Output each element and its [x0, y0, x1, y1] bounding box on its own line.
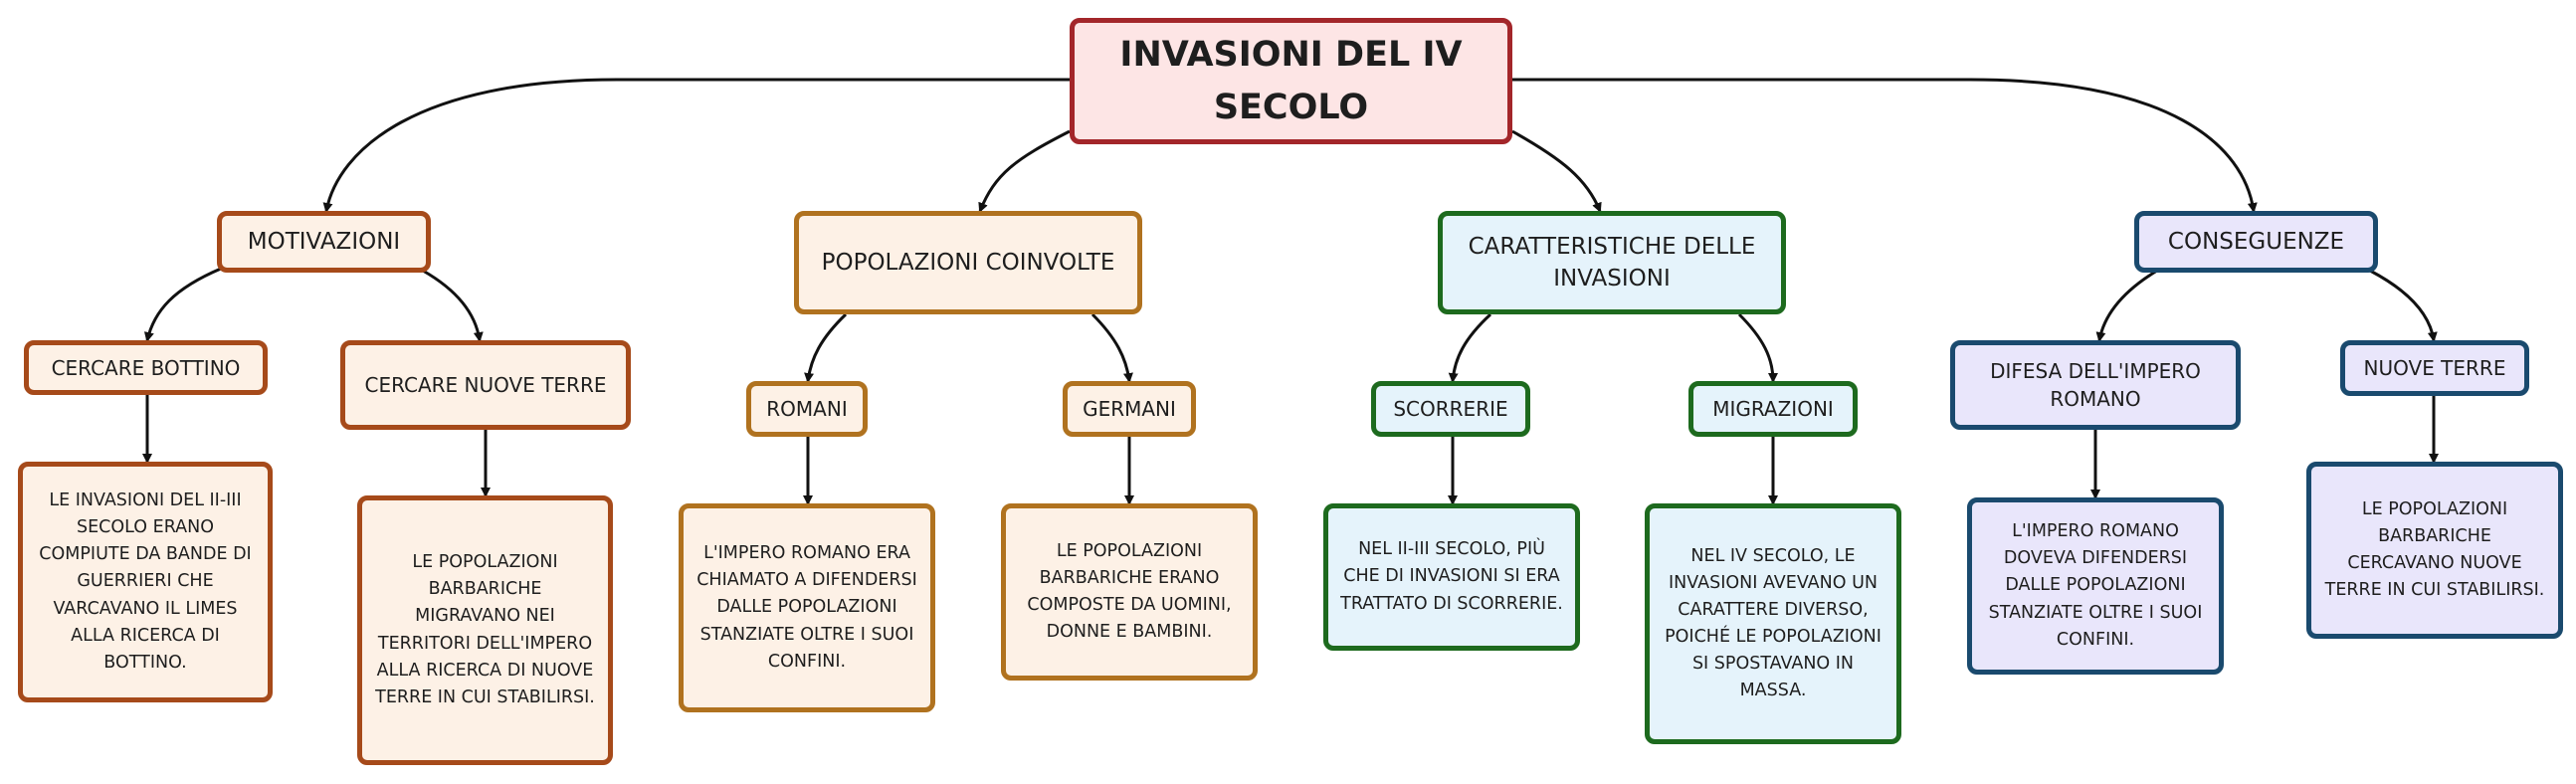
connector-conseguenze-sub1 [2095, 269, 2158, 342]
germani-node: GERMANI [1063, 381, 1196, 437]
migrazioni-node: MIGRAZIONI [1688, 381, 1858, 437]
scorrerie-detail: NEL II-III SECOLO, PIÙ CHE DI INVASIONI … [1323, 503, 1580, 651]
caratteristiche-label: CARATTERISTICHE DELLE INVASIONI [1468, 233, 1756, 292]
popolazioni-label: POPOLAZIONI COINVOLTE [821, 249, 1115, 276]
nuove-terre-node: NUOVE TERRE [2340, 340, 2529, 396]
romani-detail-text: L'IMPERO ROMANO ERA CHIAMATO A DIFENDERS… [696, 543, 917, 672]
connector-root-popolazioni [978, 129, 1071, 213]
connector-root-motivazioni [322, 78, 1070, 213]
connector-root-caratteristiche [1511, 129, 1602, 213]
cercare-bottino-label: CERCARE BOTTINO [51, 355, 241, 380]
motivazioni-label: MOTIVAZIONI [247, 228, 401, 255]
difesa-impero-node: DIFESA DELL'IMPERO ROMANO [1950, 340, 2241, 430]
romani-node: ROMANI [746, 381, 868, 437]
scorrerie-label: SCORRERIE [1393, 397, 1508, 421]
root-title: INVASIONI DEL IV SECOLO [1119, 35, 1463, 127]
migrazioni-label: MIGRAZIONI [1712, 397, 1834, 421]
germani-label: GERMANI [1083, 397, 1176, 421]
difesa-impero-detail-text: L'IMPERO ROMANO DOVEVA DIFENDERSI DALLE … [1988, 521, 2203, 650]
connector-popolazioni-sub2 [1090, 312, 1133, 383]
connector-motivazioni-sub1 [143, 267, 222, 342]
connector-motivazioni-sub2 [422, 269, 484, 342]
nuove-terre-label: NUOVE TERRE [2363, 356, 2506, 380]
difesa-impero-detail: L'IMPERO ROMANO DOVEVA DIFENDERSI DALLE … [1967, 497, 2224, 675]
connector-caratteristiche-sub1 [1448, 312, 1492, 383]
connector-conseguenze-sub2 [2369, 269, 2438, 342]
difesa-impero-label: DIFESA DELL'IMPERO ROMANO [1990, 359, 2201, 411]
scorrerie-detail-text: NEL II-III SECOLO, PIÙ CHE DI INVASIONI … [1340, 539, 1563, 614]
germani-detail: LE POPOLAZIONI BARBARICHE ERANO COMPOSTE… [1001, 503, 1258, 681]
connector-root-conseguenze [1507, 78, 2258, 213]
cercare-nuove-terre-label: CERCARE NUOVE TERRE [364, 373, 607, 397]
romani-label: ROMANI [766, 397, 848, 421]
connector-caratteristiche-sub2 [1737, 312, 1778, 383]
migrazioni-detail: NEL IV SECOLO, LE INVASIONI AVEVANO UN C… [1645, 503, 1901, 744]
cercare-nuove-terre-detail: LE POPOLAZIONI BARBARICHE MIGRAVANO NEI … [357, 495, 613, 765]
cercare-bottino-detail: LE INVASIONI DEL II-III SECOLO ERANO COM… [18, 462, 273, 702]
conseguenze-label: CONSEGUENZE [2167, 228, 2345, 255]
motivazioni-node: MOTIVAZIONI [217, 211, 431, 273]
scorrerie-node: SCORRERIE [1371, 381, 1530, 437]
cercare-nuove-terre-detail-text: LE POPOLAZIONI BARBARICHE MIGRAVANO NEI … [375, 552, 595, 707]
germani-detail-text: LE POPOLAZIONI BARBARICHE ERANO COMPOSTE… [1027, 540, 1232, 643]
caratteristiche-node: CARATTERISTICHE DELLE INVASIONI [1438, 211, 1786, 314]
connector-popolazioni-sub1 [804, 312, 848, 383]
cercare-nuove-terre-node: CERCARE NUOVE TERRE [340, 340, 631, 430]
conseguenze-node: CONSEGUENZE [2134, 211, 2378, 273]
cercare-bottino-node: CERCARE BOTTINO [24, 340, 268, 395]
cercare-bottino-detail-text: LE INVASIONI DEL II-III SECOLO ERANO COM… [39, 490, 252, 673]
root-node: INVASIONI DEL IV SECOLO [1070, 18, 1512, 144]
nuove-terre-detail: LE POPOLAZIONI BARBARICHE CERCAVANO NUOV… [2306, 462, 2563, 639]
romani-detail: L'IMPERO ROMANO ERA CHIAMATO A DIFENDERS… [679, 503, 935, 712]
migrazioni-detail-text: NEL IV SECOLO, LE INVASIONI AVEVANO UN C… [1665, 545, 1882, 701]
nuove-terre-detail-text: LE POPOLAZIONI BARBARICHE CERCAVANO NUOV… [2324, 498, 2545, 601]
popolazioni-node: POPOLAZIONI COINVOLTE [794, 211, 1142, 314]
